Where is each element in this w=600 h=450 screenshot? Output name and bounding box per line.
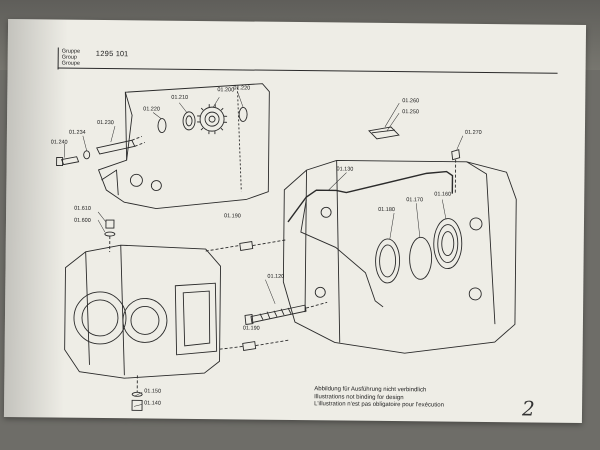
part-label: 01.200: [217, 87, 235, 94]
part-label: 01.130: [336, 166, 354, 173]
caption-fr: L'illustration n'est pas obligatoire pou…: [314, 401, 444, 409]
part-label: 01.140: [144, 400, 161, 407]
ring-part: [157, 118, 167, 134]
pin-part: [239, 241, 254, 251]
part-label: 01.120: [267, 273, 285, 280]
upper-housing-outline: [97, 83, 270, 209]
bolt-part: [250, 304, 307, 324]
part-label: 01.170: [406, 197, 424, 204]
gear-part: [197, 104, 228, 135]
seal-part: [375, 238, 401, 284]
page-number: 2: [521, 396, 535, 421]
part-label: 01.220: [143, 106, 161, 113]
part-label: 01.600: [73, 217, 91, 224]
snap-ring-part: [409, 236, 433, 280]
vent-part: [105, 219, 115, 229]
part-label: 01.210: [171, 94, 189, 101]
part-label: 01.270: [464, 129, 482, 136]
drain-plug-part: [131, 399, 143, 411]
part-label: 01.240: [50, 139, 68, 146]
disclaimer-caption: Abbildung für Ausführung nicht verbindli…: [314, 386, 444, 410]
part-label: 01.230: [96, 119, 114, 127]
part-label: 01.234: [68, 129, 86, 136]
lower-housing-outline: [64, 244, 221, 379]
pipe-part: [287, 170, 454, 223]
part-label: 01.250: [402, 109, 420, 116]
part-label: 01.150: [144, 388, 162, 395]
part-label: 01.190: [242, 325, 260, 332]
large-bearing-part: [433, 218, 463, 270]
part-label: 01.190: [224, 213, 241, 220]
part-label: 01.180: [378, 206, 395, 214]
exploded-parts-drawing: [56, 83, 517, 411]
part-label: 01.220: [233, 85, 251, 92]
bore: [122, 297, 168, 343]
catalog-page: Gruppe Group Groupe 1295 101: [3, 18, 587, 424]
part-label: 01.260: [402, 98, 420, 105]
bearing-part: [182, 111, 196, 131]
pin-part: [242, 341, 257, 351]
ring-part: [238, 107, 248, 122]
part-label: 01.610: [74, 205, 91, 212]
part-label: 01.160: [434, 191, 452, 198]
cover-plate-part: [368, 126, 400, 140]
plug-part: [451, 149, 461, 161]
bore: [73, 291, 127, 345]
